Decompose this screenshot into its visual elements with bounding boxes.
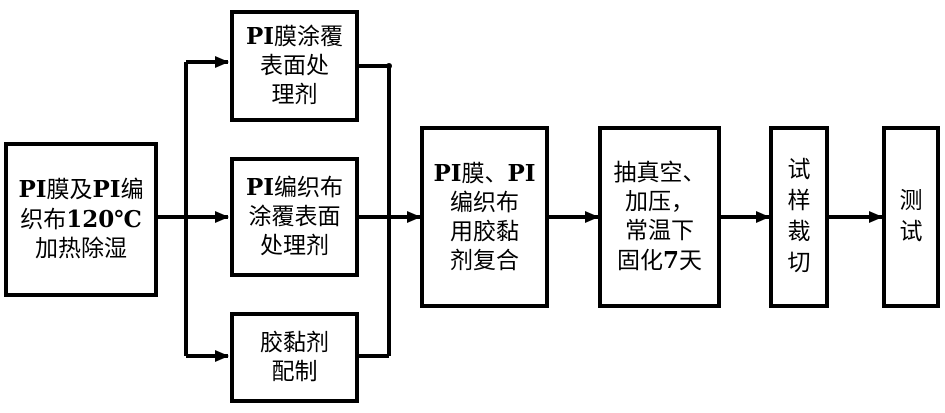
pi-cloth-treat-text: PI编织布涂覆表面处理剂 — [246, 173, 343, 261]
label-line: 处理剂 — [246, 232, 343, 261]
label-run: 120℃ — [66, 206, 142, 233]
label-line: 剂复合 — [433, 247, 535, 276]
label-run: PI — [245, 174, 275, 201]
label-line: 织布120℃ — [18, 205, 143, 235]
sample-cut-text: 试样裁切 — [788, 155, 811, 279]
label-line: 样 — [788, 186, 811, 217]
label-run: 胶黏剂 — [260, 329, 329, 356]
label-line: 裁 — [788, 217, 811, 248]
label-run: 天 — [679, 247, 702, 274]
label-line: 加热除湿 — [18, 235, 143, 264]
label-line: 用胶黏 — [433, 218, 535, 247]
label-run: 裁 — [787, 219, 811, 245]
pi-film-treat-text: PI膜涂覆表面处理剂 — [246, 22, 343, 110]
label-run: 膜、 — [461, 160, 508, 187]
label-line: PI膜、PI — [433, 159, 535, 189]
label-run: PI — [92, 176, 121, 203]
label-line: 理剂 — [246, 81, 343, 110]
label-line: 抽真空、 — [614, 159, 706, 188]
label-line: 涂覆表面 — [246, 203, 343, 232]
label-run: 样 — [787, 188, 811, 214]
label-run: 7 — [662, 246, 679, 274]
label-run: 编织布 — [450, 189, 519, 216]
label-line: 切 — [788, 248, 811, 279]
label-run: 理剂 — [271, 82, 318, 108]
sample-cut-box: 试样裁切 — [769, 126, 829, 308]
label-run: 织布 — [20, 207, 67, 233]
test-text: 测试 — [900, 186, 923, 248]
label-line: PI编织布 — [246, 173, 343, 203]
label-line: 编织布 — [433, 189, 535, 218]
label-run: 处理剂 — [260, 233, 329, 259]
label-run: PI — [245, 23, 275, 50]
label-line: 试 — [788, 155, 811, 186]
label-run: PI — [507, 159, 536, 187]
label-run: PI — [433, 159, 462, 187]
label-line: PI膜及PI编 — [18, 175, 143, 205]
cure-box: 抽真空、加压，常温下固化7天 — [598, 126, 721, 308]
cure-text: 抽真空、加压，常温下固化7天 — [614, 159, 706, 276]
label-run: 涂覆表面 — [248, 204, 341, 230]
label-run: 膜及 — [46, 177, 93, 203]
label-line: PI膜涂覆 — [246, 22, 343, 52]
label-run: 常温下 — [625, 217, 694, 244]
label-run: 抽真空、 — [613, 159, 706, 186]
label-run: 加压， — [625, 188, 694, 215]
label-line: 测 — [900, 186, 923, 217]
label-line: 表面处 — [246, 52, 343, 81]
adhesive-prep-box: 胶黏剂配制 — [230, 312, 359, 403]
label-run: 配制 — [271, 358, 318, 385]
label-run: 固化 — [616, 247, 663, 274]
label-line: 胶黏剂 — [260, 329, 329, 358]
label-run: 表面处 — [260, 53, 329, 79]
label-line: 试 — [900, 217, 923, 248]
label-run: 编织布 — [274, 175, 344, 201]
label-run: 加热除湿 — [35, 236, 127, 262]
label-run: 膜涂覆 — [274, 24, 344, 50]
label-line: 固化7天 — [614, 246, 706, 276]
label-line: 配制 — [260, 358, 329, 387]
label-run: 切 — [787, 250, 811, 276]
label-run: PI — [18, 176, 47, 203]
adhesive-prep-text: 胶黏剂配制 — [260, 329, 329, 387]
label-line: 加压， — [614, 188, 706, 217]
label-run: 试 — [899, 219, 923, 245]
label-line: 常温下 — [614, 217, 706, 246]
pi-cloth-treat-box: PI编织布涂覆表面处理剂 — [230, 157, 359, 277]
label-run: 编 — [120, 177, 144, 203]
label-run: 用胶黏 — [450, 218, 519, 245]
label-run: 试 — [787, 157, 811, 183]
test-box: 测试 — [882, 126, 940, 308]
pi-film-treat-box: PI膜涂覆表面处理剂 — [230, 10, 359, 122]
merge-junction-dot — [386, 63, 392, 69]
label-run: 测 — [899, 188, 923, 214]
label-run: 剂复合 — [450, 247, 519, 274]
